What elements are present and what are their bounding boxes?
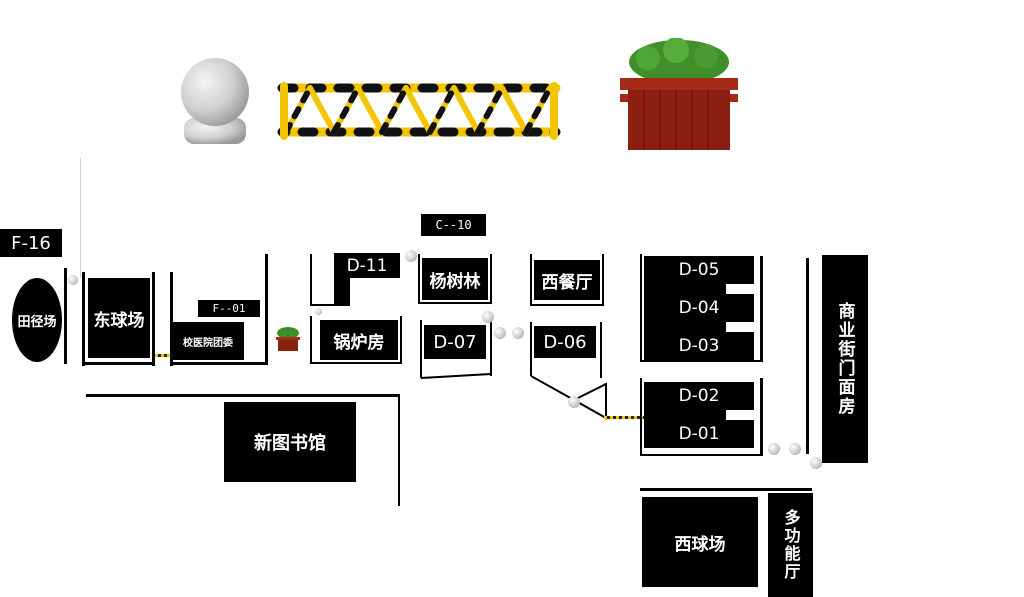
wall: [806, 258, 809, 454]
building-shangyejie[interactable]: 商业街门面房: [822, 255, 868, 463]
wall: [490, 320, 492, 376]
wall: [398, 394, 400, 506]
building-xiaoyiyuan[interactable]: 校医院团委: [172, 322, 244, 360]
building-dongqiuchang[interactable]: 东球场: [88, 278, 150, 358]
wall: [420, 373, 492, 379]
wall: [400, 316, 402, 364]
wall: [152, 272, 155, 366]
boundary-line: [80, 158, 81, 278]
building-d02[interactable]: D-02: [644, 382, 754, 410]
stone-ball-bollard-icon: [315, 308, 322, 315]
wall: [82, 362, 155, 365]
building-guoluyang[interactable]: 锅炉房: [320, 320, 398, 360]
wall: [640, 360, 763, 362]
wall: [640, 378, 642, 456]
stone-ball-bollard-icon: [482, 311, 494, 323]
building-d02-wing: [644, 408, 726, 420]
building-d05-wing: [644, 282, 726, 294]
wall: [530, 254, 532, 306]
wall: [86, 394, 400, 397]
barrier-gate-line: [155, 354, 171, 357]
wall: [418, 254, 420, 304]
wall: [640, 488, 812, 491]
wall: [170, 272, 173, 366]
building-d04[interactable]: D-04: [644, 294, 754, 322]
wall: [640, 254, 642, 362]
planter-box-icon: [620, 38, 738, 150]
wall: [64, 268, 67, 364]
building-d11[interactable]: D-11: [334, 253, 400, 278]
building-d05[interactable]: D-05: [644, 256, 754, 284]
label-f16: F-16: [0, 229, 62, 257]
wall: [170, 362, 268, 365]
wall: [310, 316, 312, 364]
wall: [310, 362, 402, 364]
building-d06[interactable]: D-06: [534, 326, 596, 358]
building-d07[interactable]: D-07: [424, 325, 486, 359]
stone-ball-bollard-icon: [68, 275, 78, 285]
wall: [420, 320, 422, 378]
stone-ball-bollard-icon: [181, 58, 249, 144]
building-d11-wing: [334, 276, 350, 306]
stone-ball-bollard-icon: [405, 250, 417, 262]
wall: [760, 378, 763, 456]
wall: [310, 254, 312, 306]
label-c10: C--10: [421, 214, 486, 236]
stone-ball-bollard-icon: [568, 396, 580, 408]
label-f01: F--01: [198, 300, 260, 317]
wall: [602, 254, 604, 306]
building-d03[interactable]: D-03: [644, 332, 754, 360]
building-d03-wing: [644, 322, 726, 332]
wall: [82, 272, 85, 366]
barrier-gate-icon: [277, 82, 561, 140]
wall: [265, 254, 268, 365]
stone-ball-bollard-icon: [810, 457, 822, 469]
wall: [530, 304, 604, 306]
stone-ball-bollard-icon: [789, 443, 801, 455]
building-d01[interactable]: D-01: [644, 420, 754, 448]
wall: [530, 322, 532, 376]
wall: [418, 302, 492, 304]
building-xicanting[interactable]: 西餐厅: [534, 260, 600, 300]
stone-ball-bollard-icon: [512, 327, 524, 339]
building-xiqiuchang[interactable]: 西球场: [642, 497, 758, 587]
wall: [760, 256, 763, 362]
wall: [530, 375, 607, 420]
barrier-gate-line: [604, 416, 648, 419]
wall: [600, 322, 602, 378]
stone-ball-bollard-icon: [494, 327, 506, 339]
building-xintushuguan[interactable]: 新图书馆: [224, 402, 356, 482]
wall: [490, 254, 492, 304]
building-yangshulin[interactable]: 杨树林: [422, 258, 488, 300]
building-duogongnengting[interactable]: 多功能厅: [768, 493, 813, 597]
wall: [310, 304, 346, 306]
wall: [640, 454, 763, 456]
planter-box-icon: [276, 327, 300, 351]
stone-ball-bollard-icon: [768, 443, 780, 455]
building-tianjingchang[interactable]: 田径场: [12, 278, 62, 362]
